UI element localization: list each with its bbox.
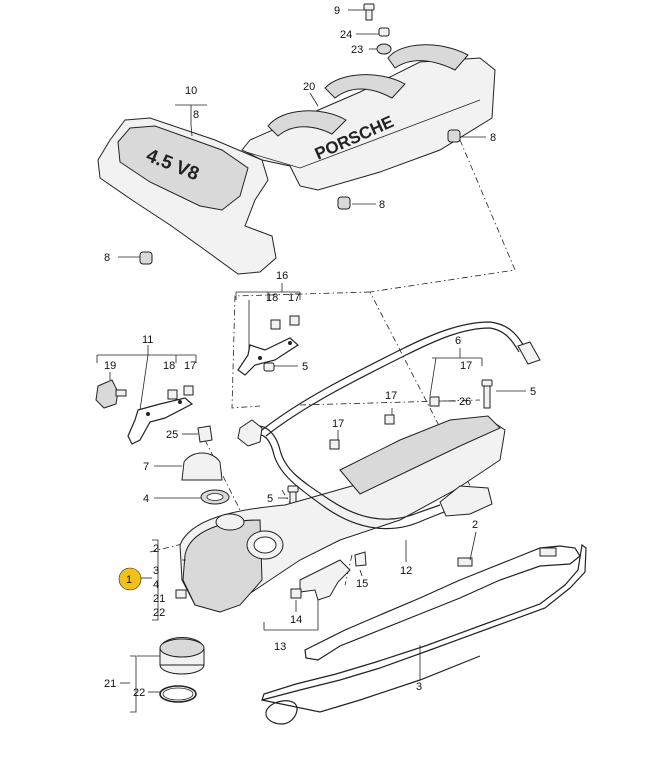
seal-ring-22[interactable] (159, 685, 197, 703)
callout-5-mid[interactable]: 5 (267, 493, 273, 505)
clip-14[interactable] (290, 588, 302, 599)
callout-18-left[interactable]: 18 (163, 360, 175, 372)
group-item-1[interactable]: 1 (126, 574, 132, 586)
callout-16[interactable]: 16 (276, 270, 288, 282)
callout-25[interactable]: 25 (166, 429, 178, 441)
callout-10[interactable]: 10 (185, 85, 197, 97)
callout-9[interactable]: 9 (334, 5, 340, 17)
callout-12[interactable]: 12 (400, 565, 412, 577)
callout-4[interactable]: 4 (143, 493, 149, 505)
sensor-19[interactable] (95, 379, 127, 409)
callout-13[interactable]: 13 (274, 641, 286, 653)
callout-labels: 9 24 23 20 8 8 10 8 8 16 18 17 5 11 19 1… (104, 5, 536, 699)
clip-26[interactable] (429, 396, 440, 407)
callout-2[interactable]: 2 (472, 519, 478, 531)
callout-7[interactable]: 7 (143, 461, 149, 473)
callout-19[interactable]: 19 (104, 360, 116, 372)
group-item-21[interactable]: 21 (153, 593, 165, 605)
callout-17-upper[interactable]: 17 (288, 292, 300, 304)
oil-filler-cap-21[interactable] (159, 637, 205, 675)
callout-6[interactable]: 6 (455, 335, 461, 347)
clip-25[interactable] (197, 425, 213, 443)
callout-21[interactable]: 21 (104, 678, 116, 690)
valve-cover[interactable] (175, 415, 506, 613)
callout-8-center[interactable]: 8 (379, 199, 385, 211)
callout-8-right[interactable]: 8 (490, 132, 496, 144)
cap-7[interactable] (181, 452, 223, 481)
breather-hose-12[interactable] (237, 419, 493, 530)
callout-3[interactable]: 3 (416, 681, 422, 693)
leader-lines (96, 9, 526, 713)
callout-17-valve[interactable]: 17 (332, 418, 344, 430)
highlight-callout-1[interactable] (118, 567, 142, 591)
grommet-8-right[interactable] (447, 129, 461, 143)
clip-17-upper[interactable] (289, 315, 300, 326)
callout-23[interactable]: 23 (351, 44, 363, 56)
gasket-3[interactable] (261, 543, 587, 725)
screw-5-upper[interactable] (263, 362, 275, 372)
bracket-16[interactable] (237, 337, 299, 376)
clip-18-upper[interactable] (270, 319, 281, 330)
clip-17-top[interactable] (384, 414, 395, 425)
callout-17-top[interactable]: 17 (385, 390, 397, 402)
grommet-8-center[interactable] (337, 196, 351, 210)
grommet-23[interactable] (376, 43, 392, 55)
grommet-8-left[interactable] (139, 251, 153, 265)
group-item-2[interactable]: 2 (153, 543, 159, 555)
group-item-22[interactable]: 22 (153, 607, 165, 619)
vent-pipe-6[interactable] (261, 321, 541, 437)
clip-17-left[interactable] (183, 385, 194, 396)
bolt-9[interactable] (363, 3, 375, 21)
callout-11[interactable]: 11 (142, 334, 153, 346)
gasket-2[interactable] (304, 545, 581, 661)
callout-18-upper[interactable]: 18 (266, 292, 278, 304)
washer-24[interactable] (378, 27, 390, 37)
callout-20[interactable]: 20 (303, 81, 315, 93)
bracket-13[interactable] (299, 559, 351, 601)
callout-8-left[interactable]: 8 (104, 252, 110, 264)
callout-8-cover[interactable]: 8 (193, 109, 199, 121)
callout-15[interactable]: 15 (356, 578, 368, 590)
clip-15[interactable] (354, 551, 367, 567)
callout-24[interactable]: 24 (340, 29, 352, 41)
callout-26[interactable]: 26 (459, 396, 471, 408)
intake-manifold-cover[interactable]: PORSCHE (241, 44, 496, 191)
callout-5-upper[interactable]: 5 (302, 361, 308, 373)
callout-17-pipe[interactable]: 17 (460, 360, 472, 372)
group-item-4[interactable]: 4 (153, 579, 159, 591)
bolt-5-right[interactable] (481, 379, 493, 409)
callout-5-right[interactable]: 5 (530, 386, 536, 398)
group-item-3[interactable]: 3 (153, 565, 159, 577)
highlight-circle (118, 567, 142, 591)
callout-22[interactable]: 22 (133, 687, 145, 699)
callout-17-left[interactable]: 17 (184, 360, 196, 372)
seal-4[interactable] (200, 489, 230, 505)
clip-17-valve[interactable] (329, 439, 340, 450)
callout-14[interactable]: 14 (290, 614, 302, 626)
bracket-11[interactable] (127, 397, 194, 445)
clip-18-left[interactable] (167, 389, 178, 400)
engine-cover[interactable]: 4.5 V8 (97, 117, 277, 275)
